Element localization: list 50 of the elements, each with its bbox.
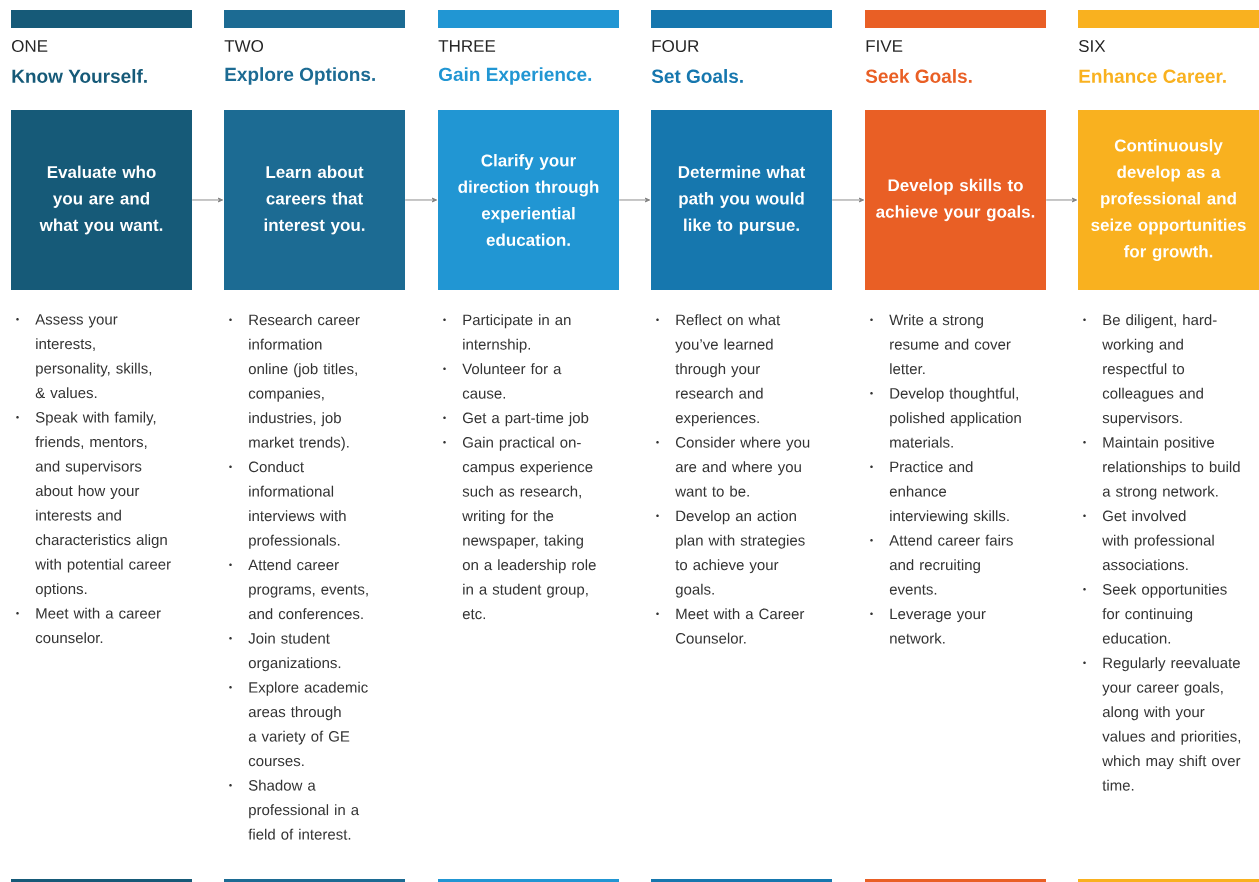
step-box: Continuously develop as a professional and seize opportunities for growth.: [1078, 110, 1259, 290]
arrow: [1045, 197, 1078, 203]
arrow: [618, 197, 651, 203]
arrow: [831, 197, 865, 203]
step-title: Explore Options.: [225, 67, 375, 85]
bullet-item: Consider where you are and where you want to be.: [656, 436, 810, 497]
bullet-item: Meet with a Career Counselor.: [656, 608, 805, 644]
bullet-item: Participate in an internship.: [443, 314, 571, 353]
step-number: FIVE: [866, 40, 903, 52]
bullet-item: Shadow a professional in a field of interest.: [229, 779, 360, 840]
step-box: Determine what path you would like to pursue.: [651, 110, 832, 290]
bullet-item: Gain practical on-campus experience such as research, writing for the newspaper, taking on a leadership role in a student group, etc.: [443, 436, 596, 620]
bullet-item: Attend career fairs and recruiting events.: [870, 534, 1013, 595]
bullet-item: Develop thoughtful, polished application materials.: [870, 387, 1021, 448]
bullet-item: Assess your interests, personality, skills, & values.: [16, 314, 152, 399]
step-number: ONE: [12, 39, 48, 52]
bullet-item: Attend career programs, events, and conferences.: [229, 559, 368, 620]
bullet-item: Research career information online (job titles, companies, industries, job market trends).: [229, 314, 360, 451]
bullet-item: Be diligent, hard-working and respectful to colleagues and supervisors.: [1083, 314, 1217, 427]
bullet-item: Join student organizations.: [229, 632, 341, 672]
bullet-item: Get a part-time job: [443, 412, 589, 427]
step-title: Enhance Career.: [1079, 69, 1226, 83]
bullet-item: Conduct informational interviews with professionals.: [229, 461, 346, 549]
step-box: Learn about careers that interest you.: [224, 110, 405, 290]
bullet-item: Volunteer for a cause.: [443, 363, 562, 399]
step-box: Evaluate who you are and what you want.: [11, 110, 192, 290]
arrow: [191, 197, 224, 203]
arrow: [404, 197, 438, 203]
bullet-item: Seek opportunities for continuing education.: [1083, 583, 1227, 644]
bullet-item: Meet with a career counselor.: [16, 607, 161, 644]
step-title: Seek Goals.: [865, 69, 972, 83]
bullet-item: Reflect on what you’ve learned through your research and experiences.: [656, 314, 781, 427]
step-title: Gain Experience.: [439, 67, 592, 85]
step-title: Know Yourself.: [12, 69, 147, 83]
step-box: Develop skills to achieve your goals.: [865, 110, 1046, 290]
bullet-item: Practice and enhance interviewing skills.: [870, 461, 1009, 525]
bullet-item: Leverage your network.: [870, 608, 986, 644]
step-number: FOUR: [652, 39, 699, 52]
step-number: SIX: [1079, 39, 1106, 52]
bullet-item: Write a strong resume and cover letter.: [870, 314, 1011, 375]
bullet-item: Speak with family, friends, mentors, and supervisors about how your interests and characteristics align with potential career options.: [16, 411, 171, 598]
step-number: THREE: [438, 40, 496, 52]
step-box: Clarify your direction through experiential education.: [438, 110, 619, 290]
bullet-item: Regularly reevaluate your career goals, along with your values and priorities, which may shift over time.: [1083, 657, 1241, 791]
bullet-item: Maintain positive relationships to build a strong network.: [1083, 436, 1240, 500]
bullet-item: Explore academic areas through a variety of GE courses.: [229, 681, 368, 767]
step-number: TWO: [224, 39, 264, 52]
bullet-item: Develop an action plan with strategies to achieve your goals.: [656, 510, 805, 598]
bullet-item: Get involved with professional associations.: [1083, 510, 1214, 571]
step-title: Set Goals.: [651, 69, 743, 83]
